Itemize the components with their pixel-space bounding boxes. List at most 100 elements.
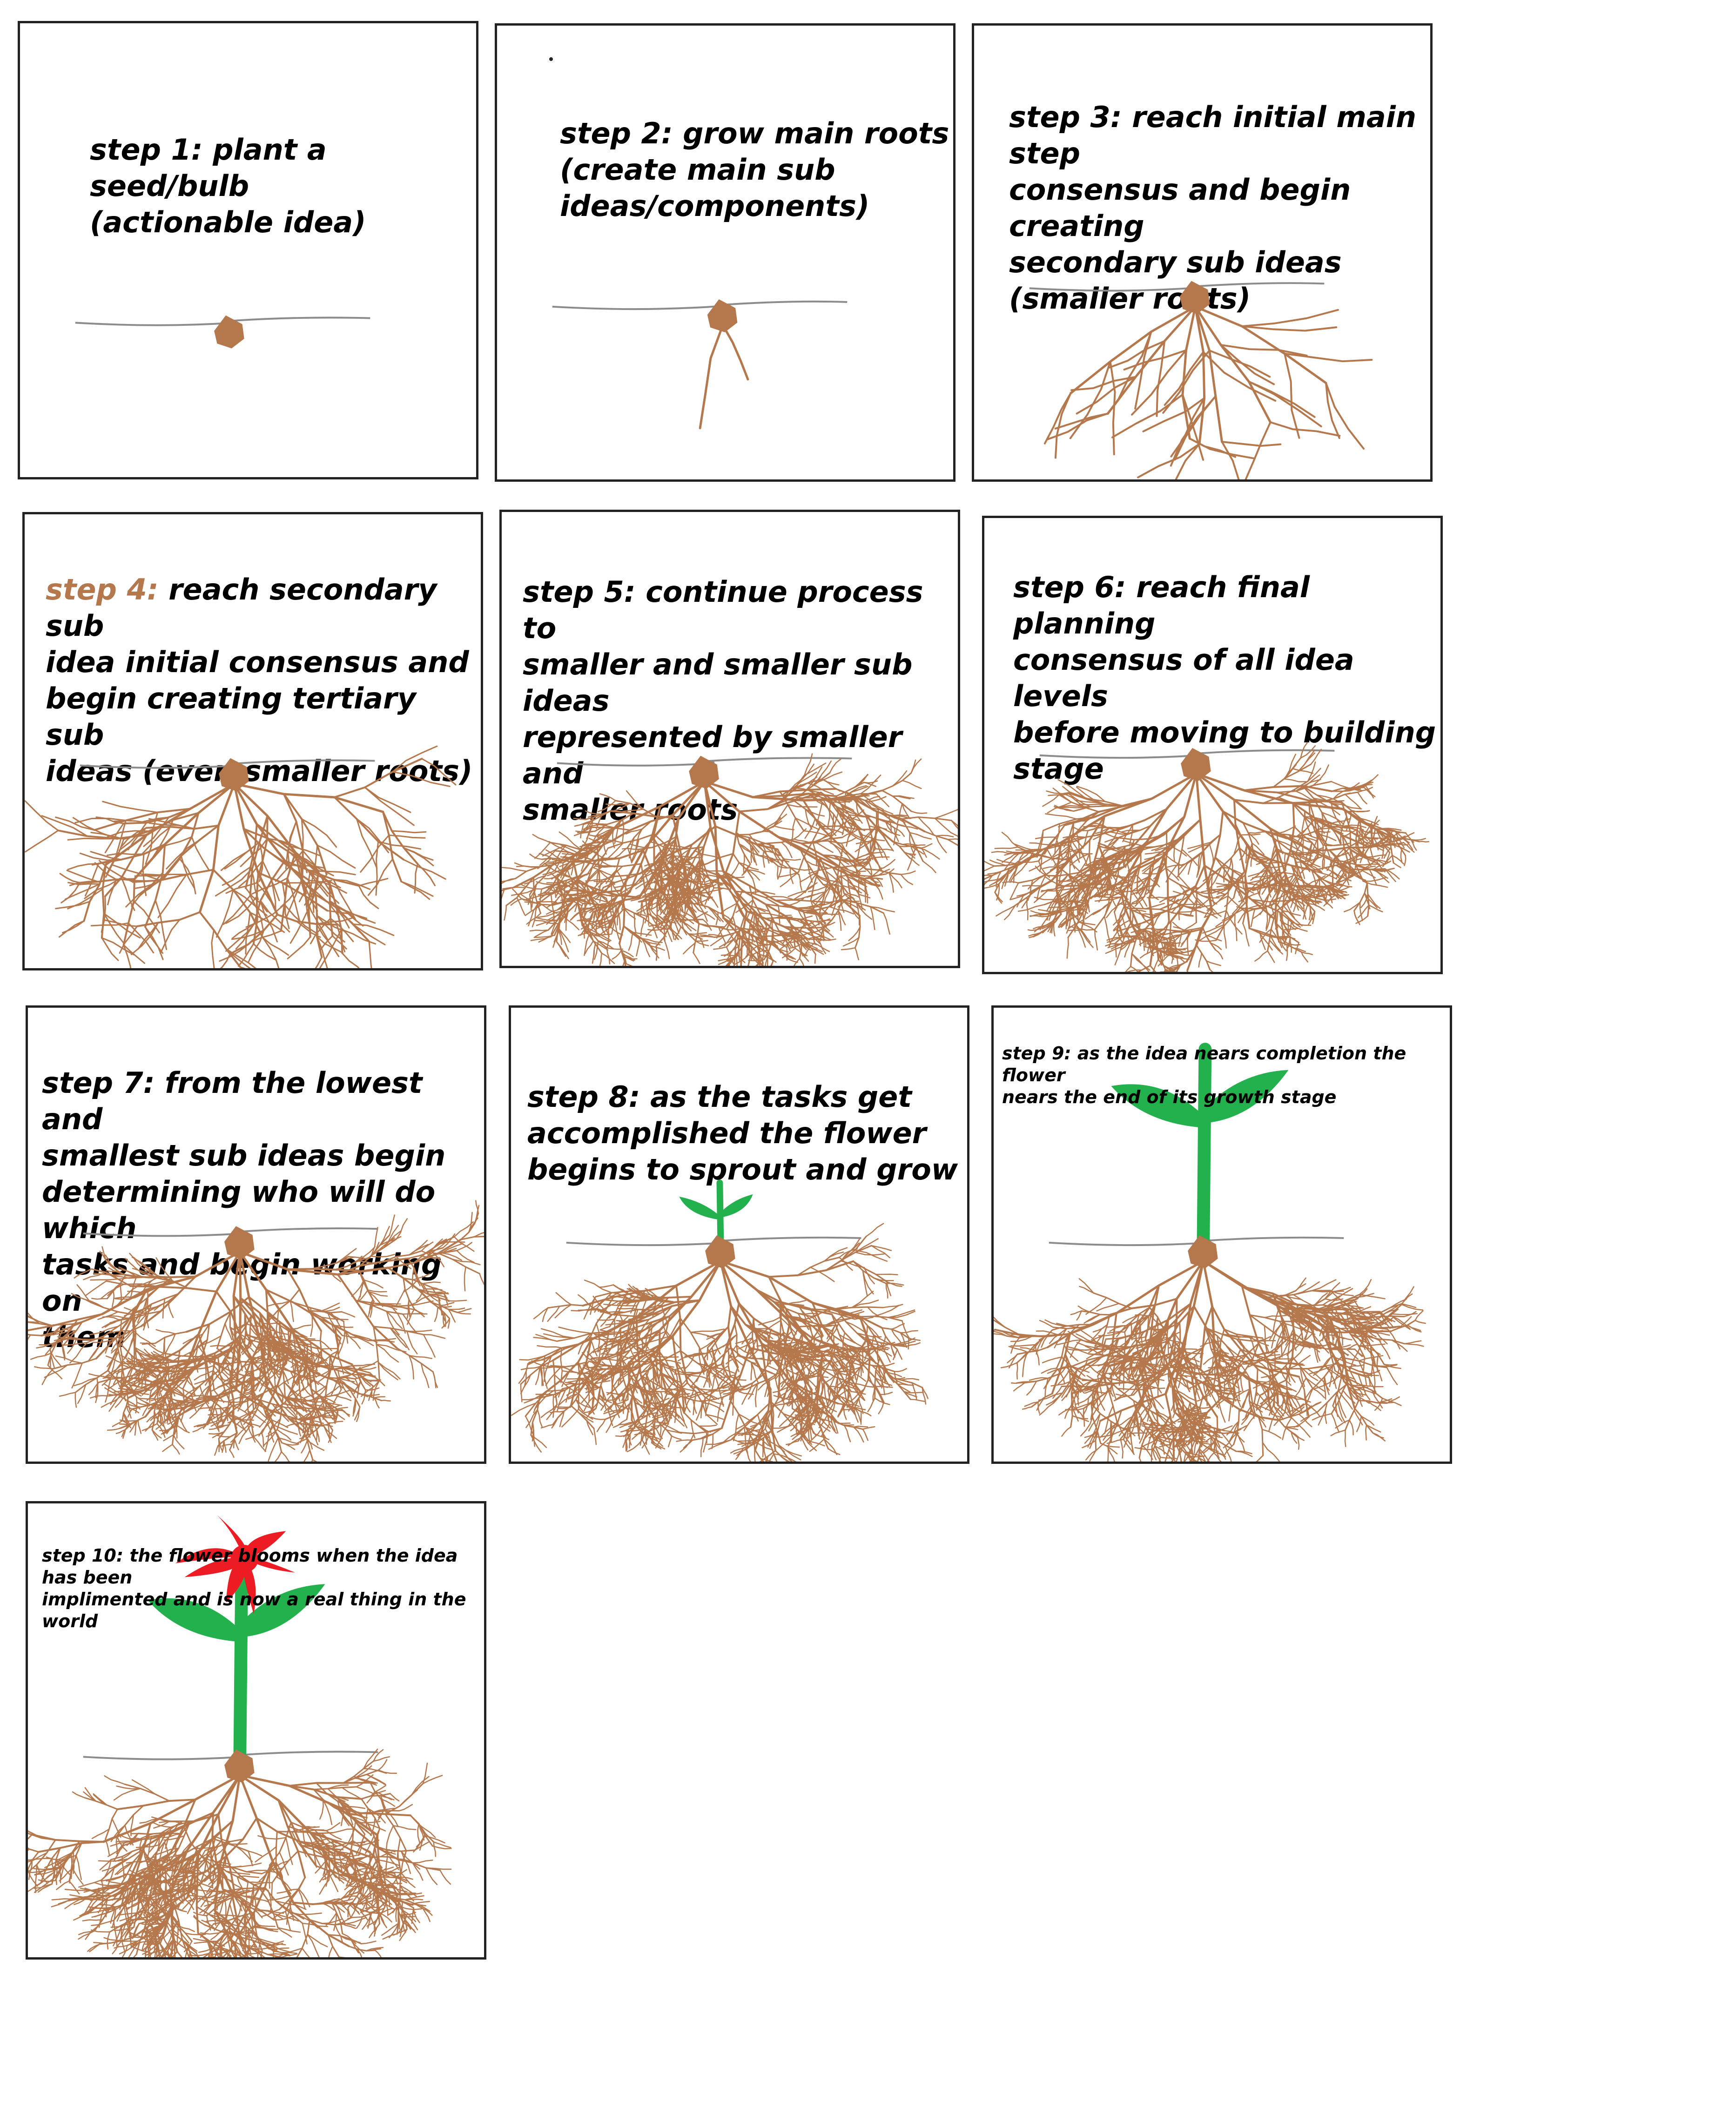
root-branch	[695, 1402, 703, 1421]
root-branch	[543, 1333, 575, 1339]
root-branch	[719, 937, 735, 948]
root-branch	[1360, 893, 1369, 909]
root-branch	[722, 870, 790, 919]
root-branch	[1179, 879, 1209, 903]
root-branch	[662, 1317, 669, 1338]
root-branch	[1382, 855, 1393, 868]
root-branch	[141, 1365, 147, 1387]
root-branch	[1078, 803, 1109, 807]
step-1-label: step 1:	[90, 133, 203, 167]
root-branch	[652, 1421, 669, 1424]
root-branch	[744, 838, 759, 846]
root-branch	[1321, 812, 1324, 837]
root-branch	[327, 1422, 330, 1439]
root-branch	[331, 1323, 342, 1345]
root-branch	[577, 844, 584, 859]
root-branch	[1355, 847, 1364, 857]
root-branch	[771, 961, 774, 966]
root-branch	[814, 1403, 816, 1420]
root-branch	[546, 879, 568, 884]
root-branch	[1259, 848, 1277, 880]
root-branch	[421, 758, 457, 786]
root-branch	[626, 1422, 640, 1442]
root-branch	[773, 1301, 811, 1309]
root-branch	[677, 871, 693, 891]
root-branch	[1079, 848, 1088, 867]
root-branch	[634, 1427, 659, 1435]
root-branch	[1084, 862, 1110, 866]
root-branch	[1312, 910, 1316, 924]
root-branch	[762, 962, 764, 966]
root-branch	[1373, 837, 1379, 850]
root-branch	[356, 1406, 361, 1422]
root-branch	[390, 1327, 410, 1351]
root-branch	[1029, 842, 1050, 846]
root-branch	[1131, 910, 1134, 925]
root-branch	[764, 896, 793, 900]
root-branch	[1153, 908, 1173, 916]
root-branch	[180, 855, 195, 889]
root-branch	[561, 1408, 579, 1428]
step-7-text: from the lowest and smallest sub ideas b…	[42, 1066, 446, 1354]
root-branch	[525, 1415, 535, 1437]
root-branch	[700, 934, 715, 938]
root-branch	[121, 1286, 160, 1320]
root-branch	[1108, 828, 1130, 835]
root-branch	[793, 838, 809, 843]
root-branch	[392, 745, 438, 773]
root-branch	[364, 787, 411, 813]
root-branch	[603, 1315, 630, 1337]
root-branch	[593, 828, 614, 837]
root-branch	[820, 927, 824, 942]
root-branch	[234, 1438, 239, 1450]
root-branch	[574, 896, 584, 904]
root-branch	[144, 873, 188, 876]
root-branch	[732, 1388, 747, 1392]
root-branch	[645, 1327, 653, 1351]
root-branch	[540, 1404, 558, 1418]
root-branch	[624, 1321, 631, 1352]
root-branch	[417, 863, 436, 887]
root-branch	[1166, 938, 1172, 952]
root-branch	[238, 1251, 269, 1389]
root-branch	[732, 1439, 755, 1445]
root-branch	[1092, 901, 1112, 916]
root-branch	[536, 881, 555, 886]
root-branch	[674, 926, 682, 941]
root-branch	[1205, 935, 1222, 942]
root-branch	[268, 1437, 279, 1462]
root-branch	[1383, 847, 1392, 859]
root-branch	[41, 1368, 54, 1385]
root-branch	[614, 847, 628, 859]
root-branch	[746, 869, 760, 881]
root-branch	[1359, 853, 1366, 863]
root-branch	[868, 862, 873, 881]
root-branch	[1333, 846, 1352, 860]
root-branch	[611, 1394, 620, 1409]
root-branch	[308, 1369, 360, 1395]
root-branch	[1209, 969, 1213, 972]
root-branch	[1139, 883, 1157, 889]
root-branch	[1288, 875, 1301, 899]
root-branch	[694, 1385, 715, 1400]
root-branch	[841, 805, 857, 815]
root-branch	[801, 950, 809, 962]
root-branch	[265, 1288, 342, 1339]
root-branch	[1283, 871, 1292, 899]
root-branch	[557, 874, 571, 878]
root-branch	[588, 1402, 598, 1415]
root-branch	[1278, 941, 1302, 953]
root-branch	[580, 907, 594, 910]
root-branch	[357, 1367, 377, 1370]
root-branch	[1334, 890, 1347, 896]
step-3-caption: step 3: reach initial main step consensu…	[1009, 63, 1430, 317]
root-branch	[28, 1321, 54, 1327]
root-branch	[994, 846, 1019, 849]
root-branch	[1292, 768, 1314, 774]
root-branch	[1359, 902, 1363, 921]
root-branch	[127, 1360, 146, 1369]
root-branch	[284, 1397, 305, 1402]
root-branch	[807, 927, 821, 944]
root-branch	[520, 1366, 542, 1370]
root-branch	[151, 1429, 162, 1439]
